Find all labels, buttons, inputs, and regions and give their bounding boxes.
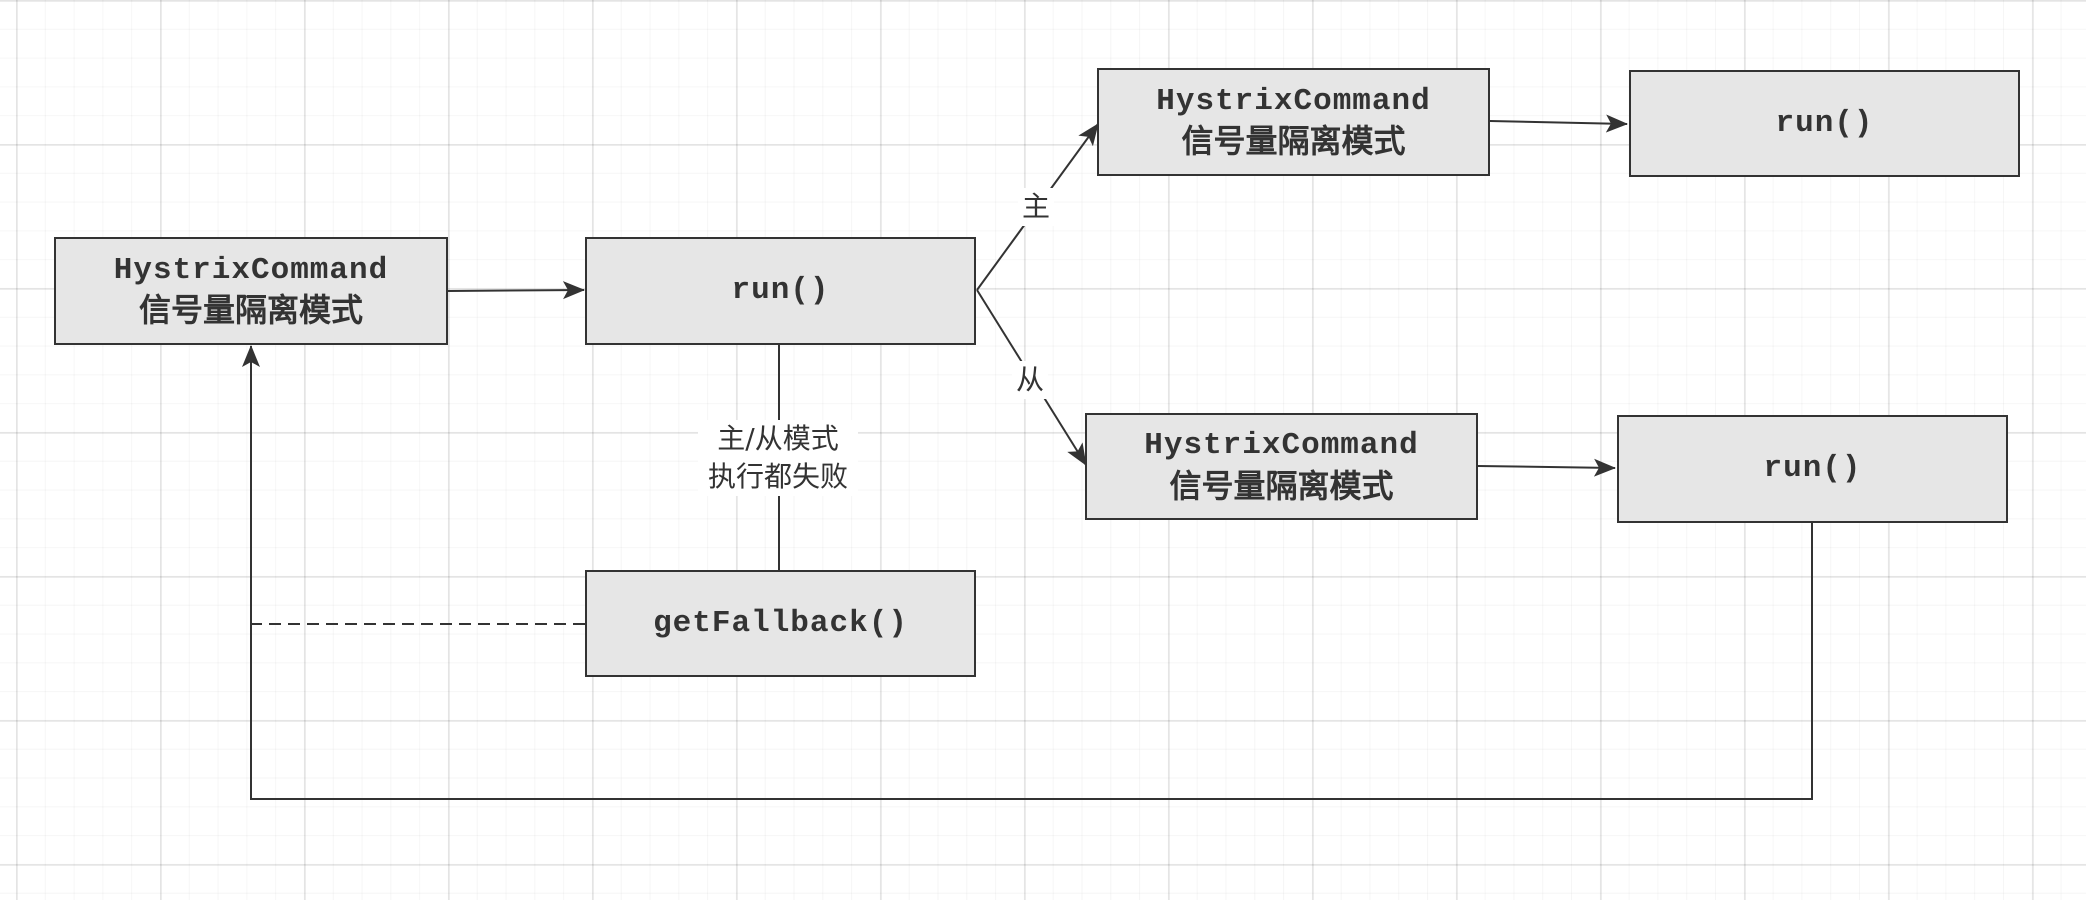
fallback-node[interactable]: getFallback() bbox=[585, 570, 976, 677]
secondary-edge-label: 从 bbox=[1012, 361, 1049, 399]
edge-secondary-run-return bbox=[242, 345, 1813, 800]
edge-command-to-run bbox=[447, 281, 585, 300]
primary-command-node[interactable]: HystrixCommand 信号量隔离模式 bbox=[1097, 68, 1490, 176]
secondary-run-label: run() bbox=[1763, 451, 1862, 487]
failure-label-line1: 主/从模式 bbox=[717, 422, 839, 455]
primary-run-node[interactable]: run() bbox=[1629, 70, 2020, 177]
primary-edge-label: 主 bbox=[1018, 188, 1055, 226]
primary-command-name: HystrixCommand bbox=[1156, 83, 1431, 119]
secondary-command-mode: 信号量隔离模式 bbox=[1169, 466, 1394, 505]
center-run-node[interactable]: run() bbox=[585, 237, 976, 345]
failure-edge-label: 主/从模式 执行都失败 bbox=[698, 420, 858, 496]
failure-label-line2: 执行都失败 bbox=[707, 459, 848, 493]
primary-run-label: run() bbox=[1775, 105, 1874, 141]
fallback-label: getFallback() bbox=[653, 605, 908, 641]
center-run-label: run() bbox=[731, 273, 830, 309]
left-command-node[interactable]: HystrixCommand 信号量隔离模式 bbox=[54, 237, 448, 345]
edge-primary-to-run bbox=[1489, 114, 1628, 133]
secondary-run-node[interactable]: run() bbox=[1617, 415, 2008, 523]
edge-secondary-to-run bbox=[1477, 458, 1616, 477]
secondary-command-name: HystrixCommand bbox=[1144, 428, 1419, 464]
primary-command-mode: 信号量隔离模式 bbox=[1181, 122, 1406, 161]
left-command-mode: 信号量隔离模式 bbox=[138, 291, 363, 330]
left-command-name: HystrixCommand bbox=[113, 252, 389, 288]
secondary-command-node[interactable]: HystrixCommand 信号量隔离模式 bbox=[1085, 413, 1478, 520]
